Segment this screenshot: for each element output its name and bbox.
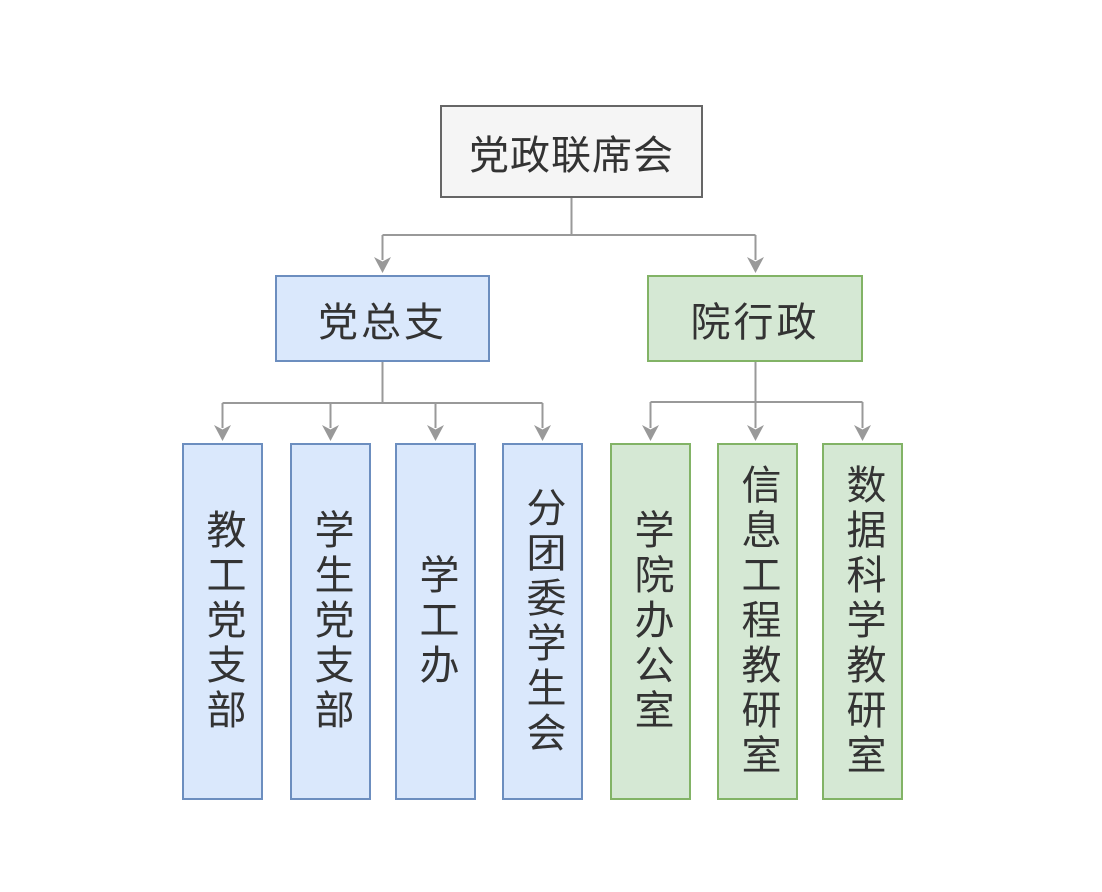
node-party-general-branch: 党总支 [275, 275, 490, 362]
node-student-party-branch: 学生党支部 [290, 443, 371, 800]
node-label: 党总支 [318, 300, 447, 345]
arrowhead-leaf-4 [642, 425, 659, 441]
node-party-government-joint-meeting: 党政联席会 [440, 105, 703, 198]
node-label: 教工党支部 [200, 509, 245, 734]
arrowhead-branch-left [374, 257, 391, 273]
node-data-science-teaching-office: 数据科学教研室 [822, 443, 903, 800]
node-label: 学生党支部 [308, 509, 353, 734]
node-label: 学工办 [413, 554, 458, 689]
node-label: 学院办公室 [628, 509, 673, 734]
arrowhead-leaf-1 [322, 425, 339, 441]
arrowhead-leaf-6 [854, 425, 871, 441]
node-faculty-party-branch: 教工党支部 [182, 443, 263, 800]
node-youth-league-student-union: 分团委学生会 [502, 443, 583, 800]
node-label: 信息工程教研室 [735, 464, 780, 779]
node-label: 党政联席会 [469, 133, 674, 178]
node-student-affairs-office: 学工办 [395, 443, 476, 800]
node-info-engineering-teaching-office: 信息工程教研室 [717, 443, 798, 800]
arrowhead-leaf-0 [214, 425, 231, 441]
node-label: 分团委学生会 [520, 486, 565, 757]
arrowhead-leaf-3 [534, 425, 551, 441]
node-college-office: 学院办公室 [610, 443, 691, 800]
node-college-administration: 院行政 [647, 275, 863, 362]
arrowhead-leaf-2 [427, 425, 444, 441]
node-label: 院行政 [690, 300, 820, 345]
node-label: 数据科学教研室 [840, 464, 885, 779]
arrowhead-branch-right [747, 257, 764, 273]
arrowhead-leaf-5 [747, 425, 764, 441]
